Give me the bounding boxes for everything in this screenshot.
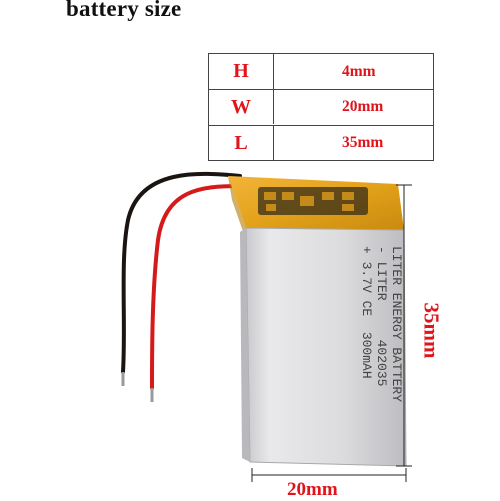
wire-black bbox=[121, 171, 242, 386]
battery-print-label: LITER ENERGY BATTERY - LITER 402035 + 3.… bbox=[254, 246, 404, 410]
spec-value: 4mm bbox=[342, 62, 376, 80]
wire-red bbox=[150, 184, 242, 402]
height-dimension-label: 35mm bbox=[419, 302, 444, 359]
spec-row-length: L 35mm bbox=[209, 125, 433, 160]
spec-code: H bbox=[209, 54, 274, 89]
page-title: battery size bbox=[66, 0, 182, 21]
battery-label-line: - LITER 402035 bbox=[374, 246, 389, 387]
spec-row-width: W 20mm bbox=[209, 89, 433, 124]
battery-label-line: + 3.7V CE 300mAH bbox=[359, 246, 374, 379]
spec-table: H 4mm W 20mm L 35mm bbox=[208, 53, 434, 161]
height-dimension-line bbox=[396, 184, 412, 467]
spec-row-height: H 4mm bbox=[209, 54, 433, 89]
battery-label-line: LITER ENERGY BATTERY bbox=[389, 246, 404, 403]
width-dimension-line bbox=[251, 468, 407, 482]
spec-value: 20mm bbox=[342, 98, 384, 115]
spec-value: 35mm bbox=[342, 134, 384, 151]
spec-code: L bbox=[209, 126, 274, 160]
protection-board bbox=[228, 176, 404, 240]
battery-cell bbox=[240, 227, 407, 467]
width-dimension-label: 20mm bbox=[287, 479, 338, 500]
spec-code: W bbox=[209, 90, 274, 124]
